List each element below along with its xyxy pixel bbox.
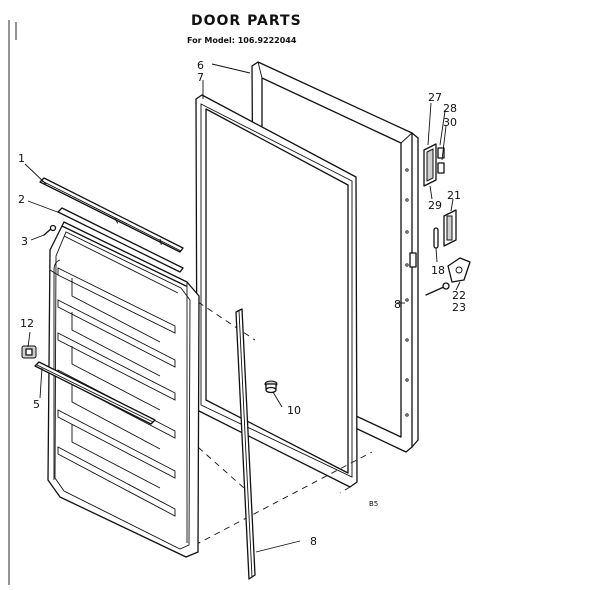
vertical-strip bbox=[235, 308, 256, 580]
screw-part-23 bbox=[425, 282, 450, 296]
hinge-bracket bbox=[409, 252, 417, 268]
assembly-line-5 bbox=[114, 217, 121, 229]
top-trim-bar bbox=[39, 177, 184, 253]
callout-12: 12 bbox=[20, 317, 34, 330]
callout-8-bottom: 8 bbox=[310, 535, 317, 548]
callout-3: 3 bbox=[21, 235, 28, 248]
callout-7: 7 bbox=[197, 71, 204, 84]
callout-21: 21 bbox=[447, 189, 461, 202]
assembly-line-4 bbox=[339, 486, 351, 494]
hinge-part-22 bbox=[447, 257, 471, 283]
hinge-pin-part-18 bbox=[433, 227, 439, 249]
callout-2: 2 bbox=[18, 193, 25, 206]
inner-door-panel bbox=[47, 221, 200, 558]
callout-5: 5 bbox=[33, 398, 40, 411]
small-bar-part-2 bbox=[57, 207, 184, 273]
model-subtitle: For Model: 106.9222044 bbox=[187, 36, 297, 45]
long-bar-part-5 bbox=[34, 361, 156, 425]
hinge-parts-27-30 bbox=[423, 143, 445, 187]
hinge-part-21 bbox=[443, 209, 457, 247]
assembly-line-2 bbox=[194, 451, 373, 546]
callout-22: 22 bbox=[452, 289, 466, 302]
leader-lines bbox=[24, 63, 461, 553]
callout-1: 1 bbox=[18, 152, 25, 165]
callout-30: 30 bbox=[443, 116, 457, 129]
callout-28: 28 bbox=[443, 102, 457, 115]
plug-part-10 bbox=[264, 380, 278, 394]
callout-6: 6 bbox=[197, 59, 204, 72]
mark-bs: B5 bbox=[369, 500, 378, 508]
screw-part-3 bbox=[43, 224, 57, 236]
assembly-line-6 bbox=[159, 238, 163, 249]
callout-8-right: 8 bbox=[394, 298, 401, 311]
callout-10: 10 bbox=[287, 404, 301, 417]
latch-part-12 bbox=[21, 345, 37, 359]
callout-29: 29 bbox=[428, 199, 442, 212]
callout-27: 27 bbox=[428, 91, 442, 104]
diagram-title: DOOR PARTS bbox=[191, 13, 302, 29]
callout-23: 23 bbox=[452, 301, 466, 314]
callout-18: 18 bbox=[431, 264, 445, 277]
